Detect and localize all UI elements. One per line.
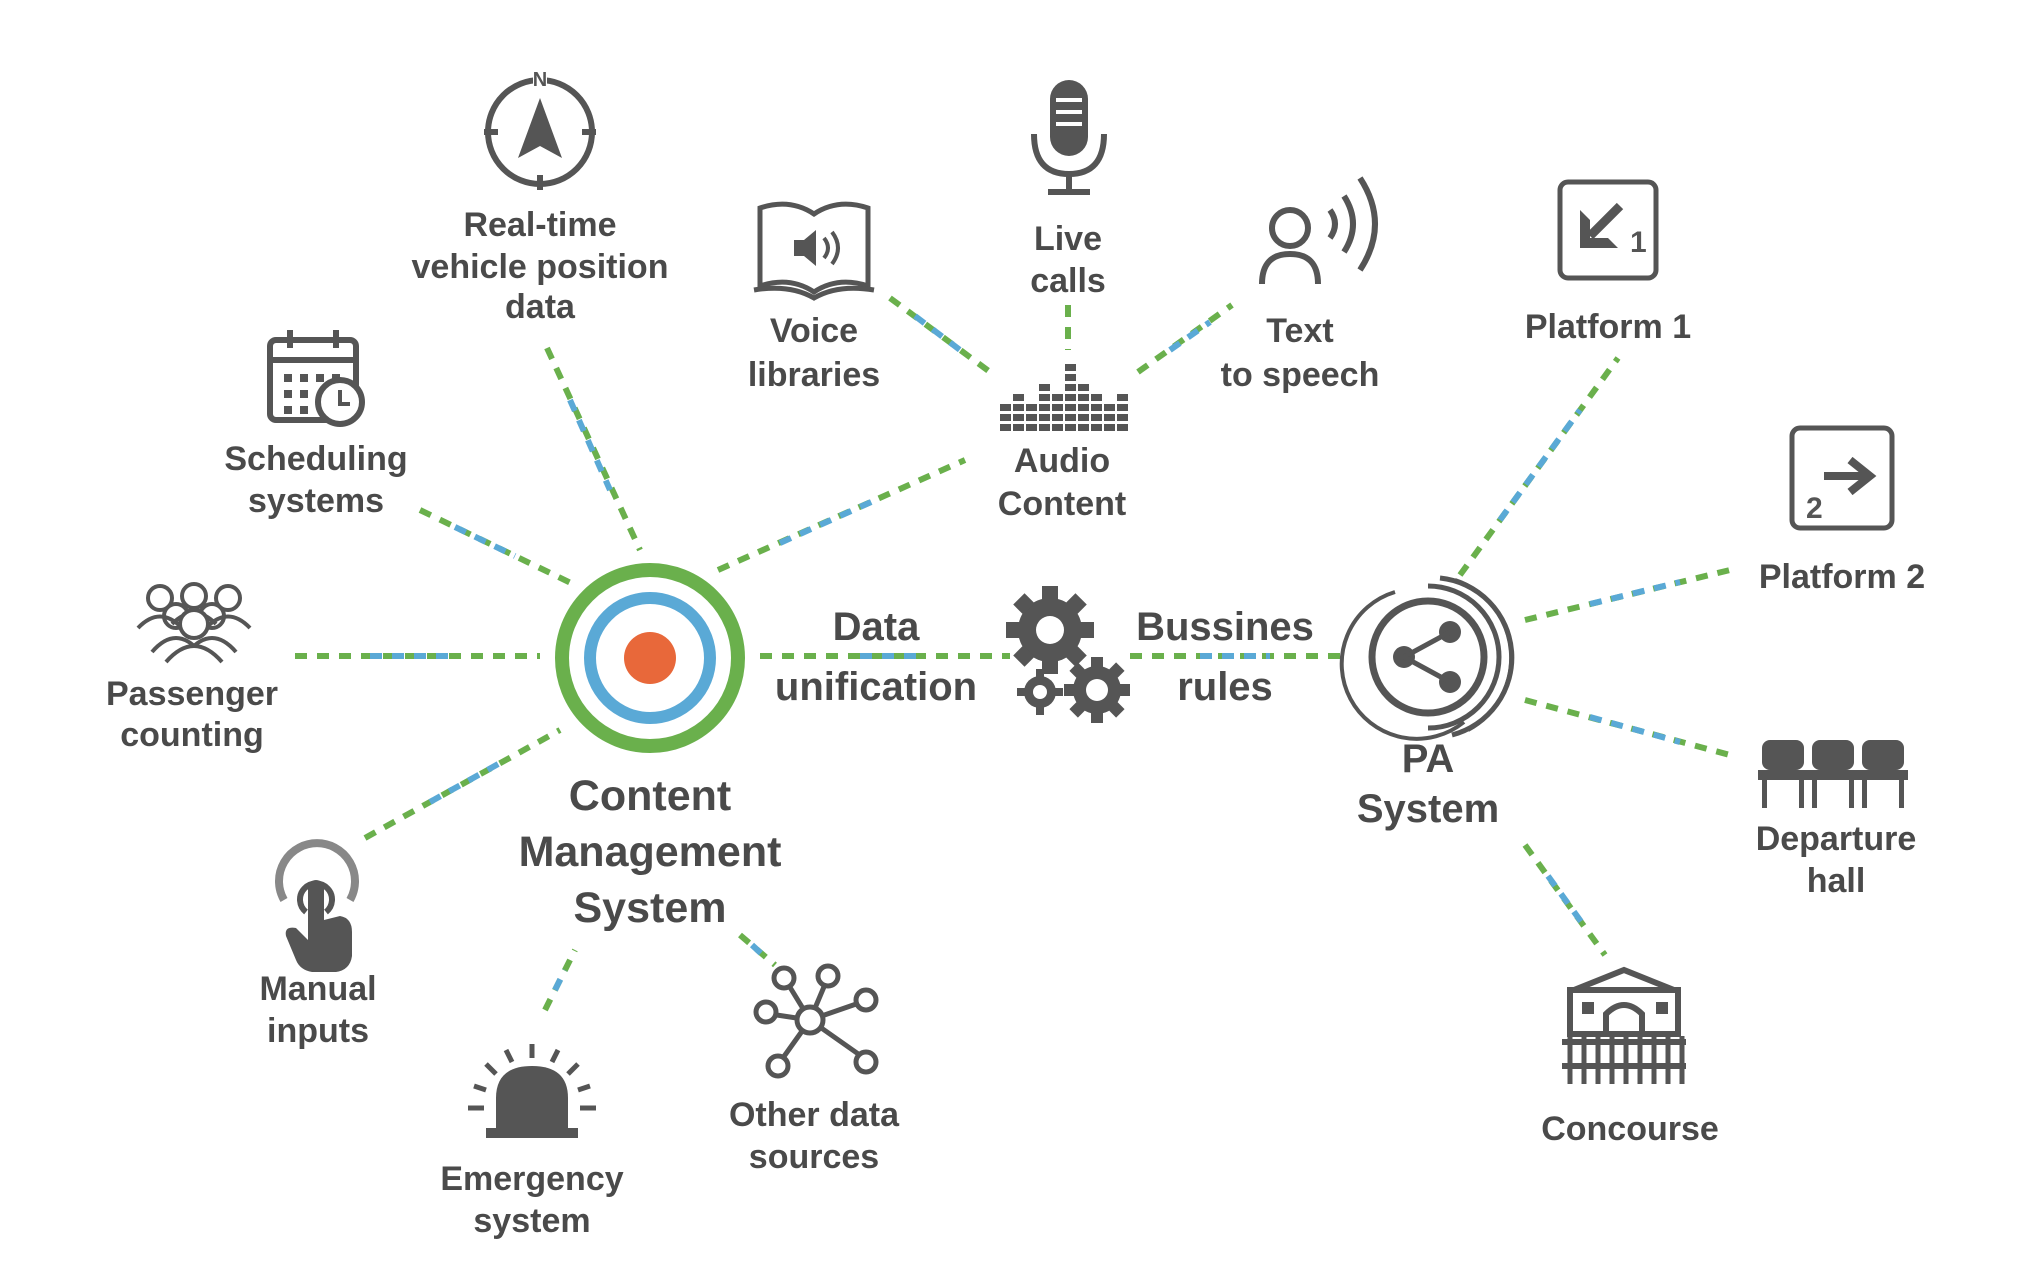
pa-label-2: System — [1357, 787, 1499, 831]
seats-icon — [1758, 740, 1908, 808]
equalizer-segment — [1000, 414, 1011, 421]
equalizer-segment — [1091, 414, 1102, 421]
connectors — [295, 295, 1731, 1012]
equalizer-segment — [1039, 394, 1050, 401]
platform-1-sign-number: 1 — [1630, 226, 1647, 259]
voice-label-2: libraries — [748, 356, 880, 394]
compass-icon: N — [484, 69, 596, 190]
equalizer-segment — [1065, 394, 1076, 401]
equalizer-segment — [1078, 404, 1089, 411]
audio-book-icon — [753, 201, 875, 301]
manual-label-2: inputs — [267, 1012, 369, 1050]
people-group-icon — [136, 582, 252, 664]
microphone-icon — [1031, 80, 1107, 195]
realtime-label-1: Real-time — [463, 206, 616, 244]
equalizer-segment — [1065, 414, 1076, 421]
realtime-label-2: vehicle position — [412, 248, 669, 286]
equalizer-segment — [1000, 424, 1011, 431]
pa-system-share-icon — [1339, 575, 1515, 741]
pa-label-1: PA — [1402, 737, 1455, 781]
equalizer-segment — [1039, 404, 1050, 411]
data-unification-label-1: Data — [833, 605, 920, 649]
siren-icon — [468, 1044, 596, 1138]
scheduling-label-2: systems — [248, 482, 384, 520]
equalizer-segment — [1065, 424, 1076, 431]
equalizer-icon — [1000, 364, 1128, 431]
audio-content-label-2: Content — [998, 485, 1126, 523]
passenger-label-1: Passenger — [106, 675, 278, 713]
station-building-icon — [1562, 966, 1686, 1084]
calendar-clock-icon — [267, 330, 365, 427]
equalizer-segment — [1078, 394, 1089, 401]
tts-label-2: to speech — [1221, 356, 1380, 394]
business-rules-label-2: rules — [1177, 665, 1273, 709]
cms-label-2: Management — [519, 828, 782, 876]
equalizer-segment — [1065, 364, 1076, 371]
equalizer-segment — [1026, 404, 1037, 411]
equalizer-segment — [1117, 404, 1128, 411]
equalizer-segment — [1026, 414, 1037, 421]
gears-icon — [1006, 586, 1130, 723]
voice-label-1: Voice — [770, 312, 858, 350]
cms-label-1: Content — [569, 772, 731, 820]
platform-1-label: Platform 1 — [1525, 308, 1691, 346]
equalizer-segment — [1078, 424, 1089, 431]
equalizer-segment — [1117, 414, 1128, 421]
emergency-label-1: Emergency — [440, 1160, 623, 1198]
equalizer-segment — [1078, 384, 1089, 391]
platform-2-sign-icon: 2 — [1789, 425, 1895, 531]
equalizer-segment — [1026, 424, 1037, 431]
equalizer-segment — [1091, 394, 1102, 401]
equalizer-segment — [1052, 414, 1063, 421]
cms-target-icon — [555, 563, 745, 753]
equalizer-segment — [1039, 424, 1050, 431]
data-unification-label-2: unification — [775, 665, 977, 709]
network-nodes-icon — [753, 963, 879, 1079]
touch-hand-icon — [275, 839, 359, 972]
manual-label-1: Manual — [259, 970, 376, 1008]
other-label-1: Other data — [729, 1096, 900, 1134]
business-rules-label-1: Bussines — [1136, 605, 1314, 649]
equalizer-segment — [1013, 394, 1024, 401]
equalizer-segment — [1091, 404, 1102, 411]
other-label-2: sources — [749, 1138, 879, 1176]
cms-label-3: System — [574, 884, 727, 932]
equalizer-segment — [1013, 404, 1024, 411]
equalizer-segment — [1117, 394, 1128, 401]
equalizer-segment — [1104, 414, 1115, 421]
equalizer-segment — [1052, 424, 1063, 431]
equalizer-segment — [1052, 394, 1063, 401]
svg-text:N: N — [533, 69, 547, 91]
equalizer-segment — [1039, 384, 1050, 391]
audio-content-label-1: Audio — [1014, 442, 1110, 480]
equalizer-segment — [1065, 374, 1076, 381]
equalizer-segment — [1013, 424, 1024, 431]
live-label-1: Live — [1034, 220, 1102, 258]
equalizer-segment — [1078, 414, 1089, 421]
equalizer-segment — [1039, 414, 1050, 421]
equalizer-segment — [1091, 424, 1102, 431]
departure-hall-label-2: hall — [1807, 862, 1866, 900]
tts-label-1: Text — [1266, 312, 1333, 350]
passenger-label-2: counting — [120, 716, 264, 754]
equalizer-segment — [1117, 424, 1128, 431]
realtime-label-3: data — [505, 288, 576, 326]
equalizer-segment — [1104, 424, 1115, 431]
emergency-label-2: system — [473, 1202, 590, 1240]
live-label-2: calls — [1030, 262, 1106, 300]
departure-hall-label-1: Departure — [1756, 820, 1917, 858]
equalizer-segment — [1104, 404, 1115, 411]
equalizer-segment — [1065, 404, 1076, 411]
platform-1-sign-icon: 1 — [1557, 179, 1659, 281]
equalizer-segment — [1052, 404, 1063, 411]
speaking-person-icon — [1259, 176, 1378, 285]
platform-2-label: Platform 2 — [1759, 558, 1925, 596]
equalizer-segment — [1000, 404, 1011, 411]
platform-2-sign-number: 2 — [1806, 492, 1823, 525]
concourse-label: Concourse — [1541, 1110, 1719, 1148]
equalizer-segment — [1065, 384, 1076, 391]
equalizer-segment — [1013, 414, 1024, 421]
scheduling-label-1: Scheduling — [224, 440, 407, 478]
